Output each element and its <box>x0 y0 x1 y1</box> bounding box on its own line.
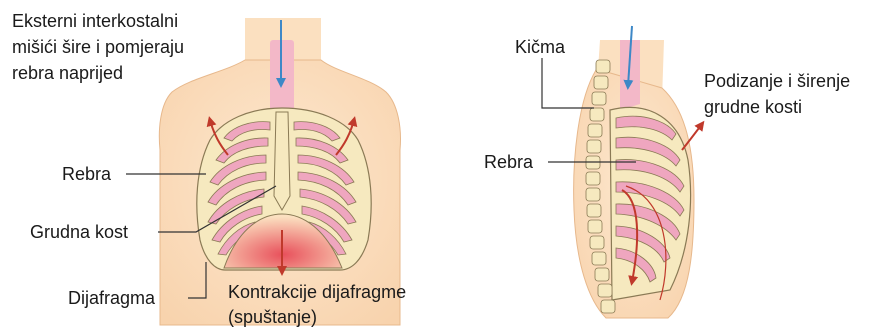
sternum <box>274 112 290 210</box>
side-torso <box>542 26 702 318</box>
front-torso <box>126 18 400 325</box>
label-lift-1: Podizanje i širenje <box>704 70 850 92</box>
label-contraction-2: (spuštanje) <box>228 306 317 328</box>
label-diaphragm: Dijafragma <box>68 287 155 309</box>
label-intercostal-1: Eksterni interkostalni <box>12 10 178 32</box>
label-sternum: Grudna kost <box>30 221 128 243</box>
label-lift-2: grudne kosti <box>704 96 802 118</box>
label-ribs-front: Rebra <box>62 163 111 185</box>
label-ribs-side: Rebra <box>484 151 533 173</box>
label-intercostal-3: rebra naprijed <box>12 62 123 84</box>
label-contraction-1: Kontrakcije dijafragme <box>228 281 406 303</box>
label-intercostal-2: mišići šire i pomjeraju <box>12 36 184 58</box>
label-spine: Kičma <box>515 36 565 58</box>
